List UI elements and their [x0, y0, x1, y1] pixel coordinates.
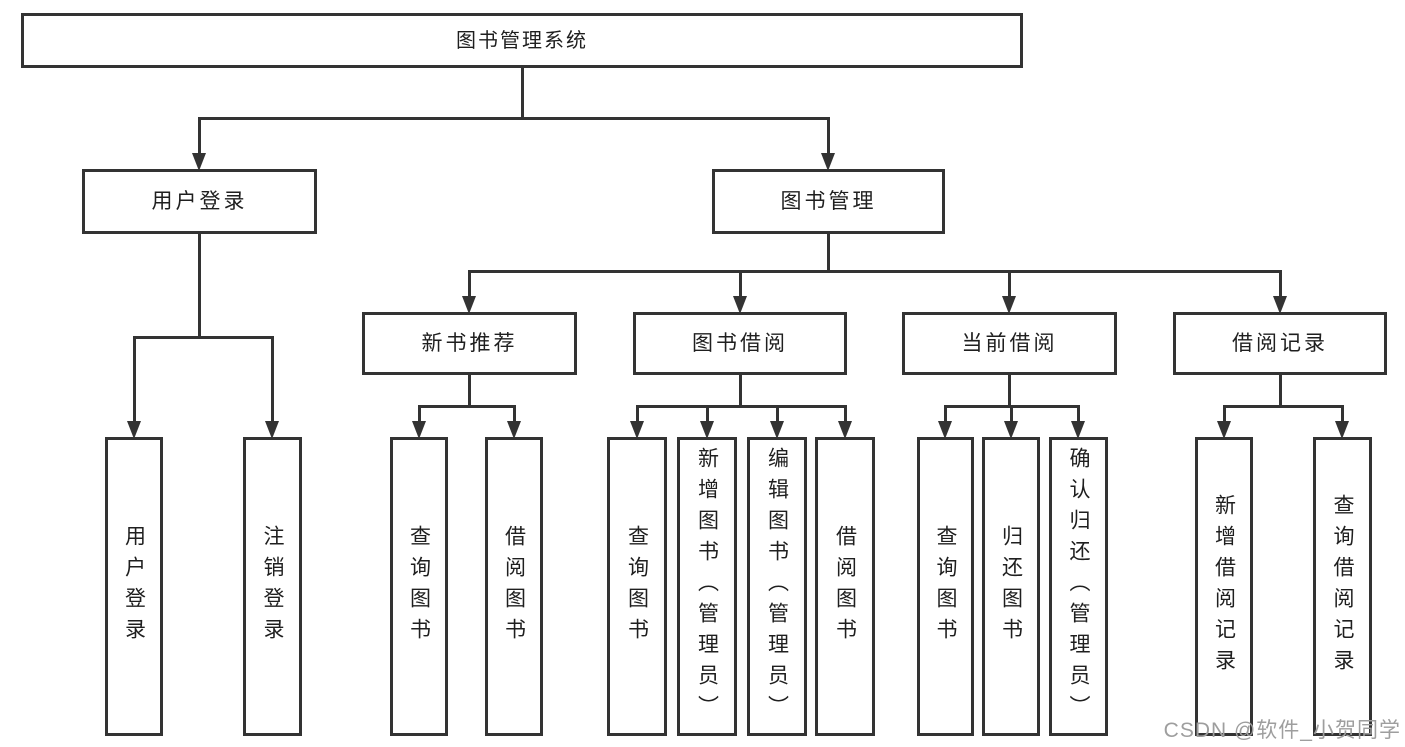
node-label-leaf-br-add: 新增借阅记录 [1212, 493, 1236, 680]
connector-line [198, 116, 830, 120]
node-label-leaf-br-query: 查询借阅记录 [1331, 493, 1354, 680]
node-label-leaf-logout: 注销登录 [261, 524, 284, 649]
node-book-borrow: 图书借阅 [633, 312, 847, 375]
arrow-down-icon [699, 421, 714, 439]
node-leaf-bb-borrow: 借阅图书 [815, 437, 875, 736]
node-label-new-book-rec: 新书推荐 [421, 332, 518, 355]
node-label-book-borrow: 图书借阅 [692, 332, 788, 355]
connector-line [1341, 406, 1344, 423]
node-leaf-cb-return: 归还图书 [982, 437, 1040, 736]
connector-line [512, 406, 516, 423]
connector-line [132, 335, 274, 339]
node-label-leaf-bb-query: 查询图书 [625, 524, 649, 649]
node-leaf-login: 用户登录 [105, 437, 163, 736]
arrow-down-icon [732, 296, 747, 314]
connector-line [417, 406, 421, 423]
node-label-current-borrow: 当前借阅 [961, 332, 1058, 355]
connector-line [775, 406, 779, 423]
connector-line [468, 269, 1282, 273]
connector-line [1278, 375, 1282, 408]
node-label-user-login: 用户登录 [151, 190, 248, 213]
node-label-leaf-nbr-borrow: 借阅图书 [502, 524, 526, 649]
node-leaf-bb-edit: 编辑图书（管理员） [747, 437, 807, 736]
node-label-leaf-cb-return: 归还图书 [999, 524, 1023, 649]
node-new-book-rec: 新书推荐 [362, 312, 577, 375]
connector-line [417, 404, 516, 408]
connector-line [1008, 375, 1011, 408]
arrow-down-icon [1003, 421, 1018, 439]
connector-line [468, 375, 471, 408]
node-book-mgmt: 图书管理 [712, 169, 945, 234]
connector-line [1278, 271, 1282, 298]
arrow-down-icon [1071, 421, 1085, 439]
connector-line [738, 271, 742, 298]
node-leaf-cb-confirm: 确认归还（管理员） [1049, 437, 1108, 736]
node-label-leaf-nbr-query: 查询图书 [407, 524, 431, 649]
connector-line [827, 118, 830, 155]
node-current-borrow: 当前借阅 [902, 312, 1117, 375]
node-leaf-bb-add: 新增图书（管理员） [677, 437, 737, 736]
arrow-down-icon [192, 153, 206, 171]
arrow-down-icon [629, 421, 644, 439]
arrow-down-icon [938, 421, 952, 439]
node-label-root: 图书管理系统 [456, 29, 588, 52]
connector-line [705, 406, 709, 423]
node-label-leaf-cb-query: 查询图书 [934, 524, 957, 649]
node-label-book-mgmt: 图书管理 [780, 190, 877, 213]
connector-line [738, 375, 742, 408]
arrow-down-icon [1335, 421, 1349, 439]
connector-line [271, 337, 274, 423]
connector-line [1008, 271, 1011, 298]
arrow-down-icon [506, 421, 521, 439]
connector-line [1077, 406, 1080, 423]
arrow-down-icon [769, 421, 784, 439]
arrow-down-icon [265, 421, 279, 439]
node-leaf-nbr-borrow: 借阅图书 [485, 437, 543, 736]
connector-line [1222, 404, 1344, 408]
arrow-down-icon [821, 153, 835, 171]
connector-line [198, 234, 201, 339]
arrow-down-icon [462, 296, 476, 314]
arrow-down-icon [1002, 296, 1016, 314]
connector-line [132, 337, 136, 423]
connector-line [827, 234, 830, 273]
node-root: 图书管理系统 [21, 13, 1023, 68]
node-label-leaf-bb-add: 新增图书（管理员） [695, 447, 719, 726]
node-label-borrow-records: 借阅记录 [1232, 332, 1328, 355]
node-leaf-br-add: 新增借阅记录 [1195, 437, 1253, 736]
node-borrow-records: 借阅记录 [1173, 312, 1387, 375]
arrow-down-icon [1216, 421, 1231, 439]
node-label-leaf-bb-edit: 编辑图书（管理员） [765, 447, 789, 726]
node-label-leaf-bb-borrow: 借阅图书 [833, 524, 857, 649]
arrow-down-icon [126, 421, 141, 439]
node-label-leaf-cb-confirm: 确认归还（管理员） [1067, 447, 1090, 726]
node-leaf-br-query: 查询借阅记录 [1313, 437, 1372, 736]
connector-line [843, 406, 847, 423]
connector-line [944, 406, 947, 423]
arrow-down-icon [837, 421, 852, 439]
node-leaf-cb-query: 查询图书 [917, 437, 974, 736]
connector-line [468, 271, 471, 298]
connector-line [1009, 406, 1013, 423]
connector-line [635, 406, 639, 423]
node-user-login: 用户登录 [82, 169, 317, 234]
connector-line [1222, 406, 1226, 423]
node-label-leaf-login: 用户登录 [122, 524, 146, 649]
connector-line [198, 118, 201, 155]
node-leaf-logout: 注销登录 [243, 437, 302, 736]
arrow-down-icon [411, 421, 426, 439]
node-leaf-bb-query: 查询图书 [607, 437, 667, 736]
node-leaf-nbr-query: 查询图书 [390, 437, 448, 736]
connector-line [520, 68, 524, 120]
connector-line [635, 404, 847, 408]
arrow-down-icon [1272, 296, 1287, 314]
csdn-watermark: CSDN @软件_小贺同学 [1163, 719, 1401, 742]
